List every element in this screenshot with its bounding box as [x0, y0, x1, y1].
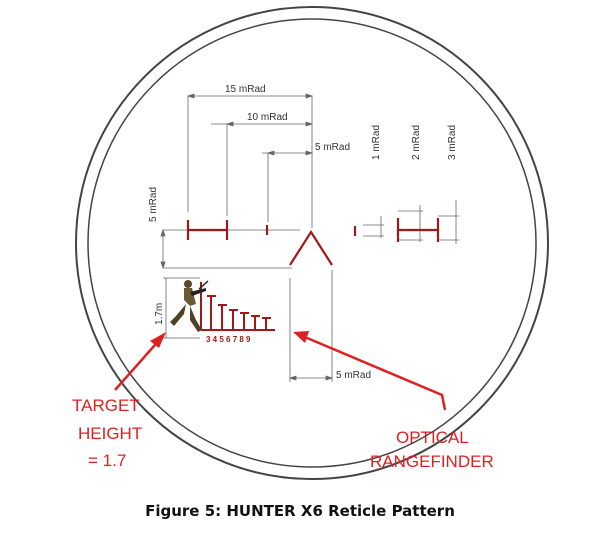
- dim-15-mrad: 15 mRad: [225, 84, 266, 95]
- optical-rangefinder-bars: [200, 282, 275, 331]
- soldier-silhouette-icon: [170, 280, 209, 332]
- optical-arrow-head: [293, 331, 309, 343]
- dim-10-mrad: 10 mRad: [247, 112, 288, 123]
- scope-outer-ring: [75, 6, 549, 480]
- dimension-lines: [160, 93, 459, 382]
- scope-inner-ring: [87, 18, 537, 468]
- rangefinder-scale: 3 4 5 6 7 8 9: [206, 335, 251, 344]
- callout-target-line2: HEIGHT: [78, 424, 142, 443]
- callout-optical-line1: OPTICAL: [396, 428, 469, 447]
- dim-3-mrad: 3 mRad: [447, 125, 458, 160]
- dim-5-mrad-top: 5 mRad: [315, 142, 350, 153]
- dim-5-mrad-bottom: 5 mRad: [336, 370, 371, 381]
- optical-rangefinder-arrow: [299, 333, 447, 411]
- dim-5-mrad-left: 5 mRad: [148, 187, 159, 222]
- callout-target-line1: TARGET: [72, 396, 140, 415]
- dim-1-mrad: 1 mRad: [371, 125, 382, 160]
- figure-caption: Figure 5: HUNTER X6 Reticle Pattern: [145, 502, 455, 520]
- callout-arrows: [114, 333, 447, 411]
- dim-target-height: 1.7m: [154, 303, 165, 325]
- reticle-chevron: [289, 229, 333, 266]
- reticle-marks: [186, 218, 440, 266]
- callout-target-line3: = 1.7: [88, 451, 126, 470]
- target-arrow-head: [150, 332, 166, 348]
- callout-optical-line2: RANGEFINDER: [370, 452, 494, 471]
- target-height-arrow: [114, 336, 163, 391]
- dim-2-mrad: 2 mRad: [411, 125, 422, 160]
